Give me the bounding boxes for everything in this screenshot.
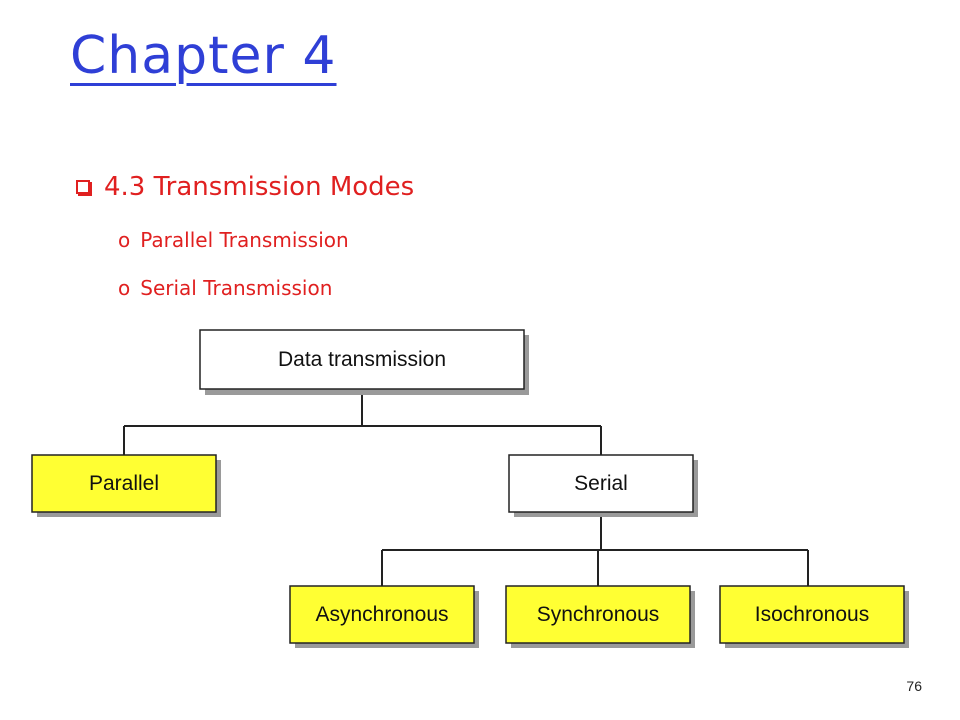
- node-isochronous: Isochronous: [719, 585, 909, 648]
- sub-bullet-serial: o Serial Transmission: [118, 276, 332, 300]
- slide-title: Chapter 4: [70, 26, 337, 86]
- node-label: Parallel: [89, 472, 159, 495]
- checkbox-bullet-icon: [76, 180, 90, 194]
- sub-bullet-text: Serial Transmission: [140, 276, 333, 300]
- node-label: Synchronous: [537, 603, 660, 626]
- sub-bullet-text: Parallel Transmission: [140, 228, 349, 252]
- connector-lines: [123, 390, 809, 586]
- node-label: Asynchronous: [315, 603, 448, 626]
- node-asynchronous: Asynchronous: [289, 585, 479, 648]
- main-bullet-text: 4.3 Transmission Modes: [104, 172, 415, 202]
- circle-bullet-icon: o: [118, 276, 131, 300]
- page-number: 76: [906, 678, 922, 694]
- node-serial: Serial: [508, 454, 698, 517]
- node-synchronous: Synchronous: [505, 585, 695, 648]
- sub-bullet-parallel: o Parallel Transmission: [118, 228, 349, 252]
- node-label: Serial: [574, 472, 628, 495]
- node-parallel: Parallel: [31, 454, 221, 517]
- main-bullet: 4.3 Transmission Modes: [76, 172, 414, 202]
- node-data-transmission: Data transmission: [199, 329, 529, 395]
- circle-bullet-icon: o: [118, 228, 131, 252]
- node-label: Isochronous: [755, 603, 869, 626]
- node-label: Data transmission: [278, 348, 446, 371]
